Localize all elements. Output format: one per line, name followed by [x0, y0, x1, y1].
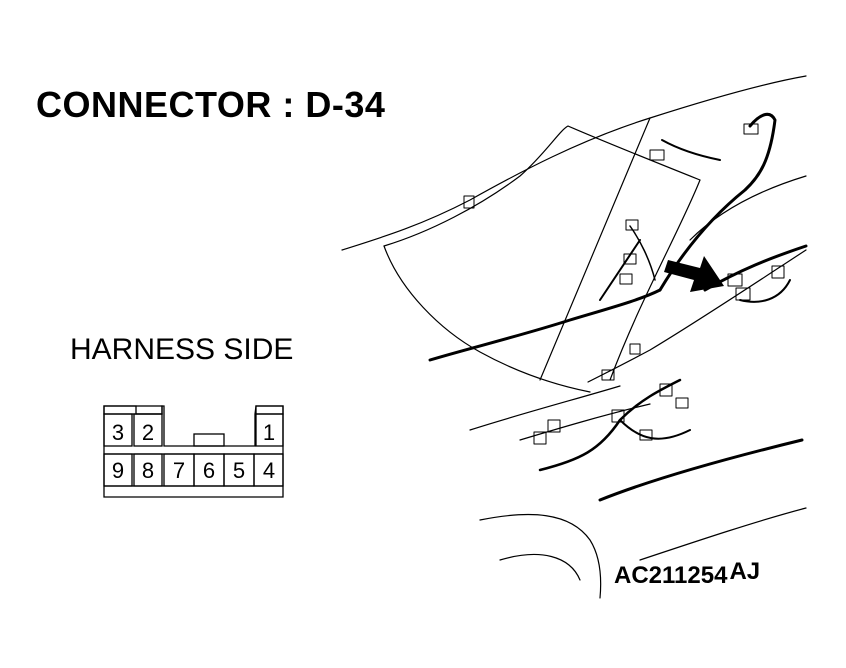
pin-3-label: 3: [112, 420, 124, 445]
figure-code-number: AC211254: [614, 562, 728, 589]
pin-9-label: 9: [112, 458, 124, 483]
pin-7-label: 7: [173, 458, 185, 483]
pin-4-label: 4: [263, 458, 275, 483]
connector-title: CONNECTOR : D-34: [36, 84, 386, 125]
figure-code: AC211254AJ: [614, 558, 760, 590]
connector-face: [103, 405, 284, 498]
pin-5-label: 5: [233, 458, 245, 483]
harness-side-label: HARNESS SIDE: [70, 333, 294, 366]
pin-6-label: 6: [203, 458, 215, 483]
pin-1-label: 1: [263, 420, 275, 445]
location-arrow: [664, 256, 724, 292]
pin-2-label: 2: [142, 420, 154, 445]
pin-8-label: 8: [142, 458, 154, 483]
vehicle-illustration: [341, 75, 808, 599]
figure-code-suffix: AJ: [729, 558, 761, 585]
